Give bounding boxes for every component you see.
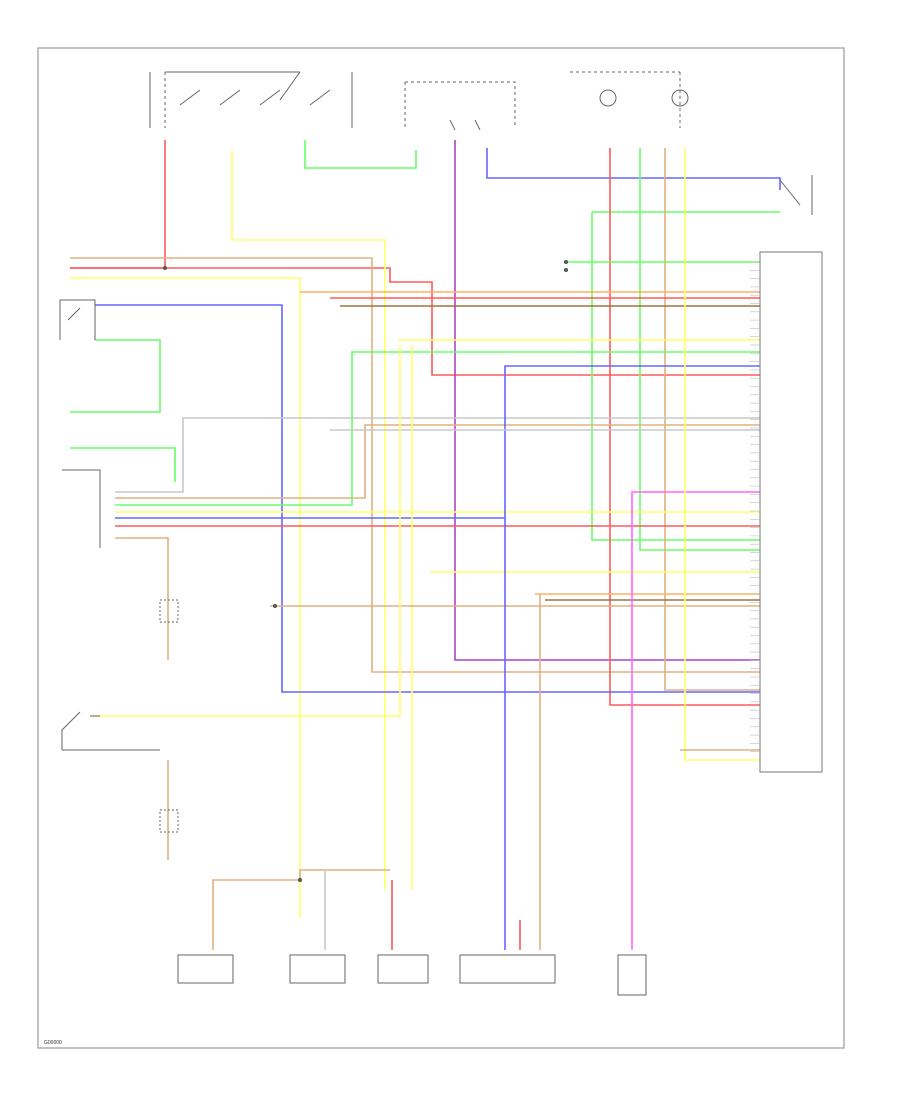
- clutch-switch: [61, 711, 160, 751]
- wire-tan-bundle: [115, 424, 760, 499]
- wire-green-bundle: [115, 351, 760, 506]
- wire-red-long: [70, 267, 760, 376]
- throttle-position-sensor: [459, 954, 556, 984]
- diagram-frame: [37, 47, 845, 1049]
- vehicle-speed-sensor: [617, 954, 647, 996]
- reference-code: G00000: [44, 1040, 62, 1046]
- wire-yellow-ecm-bottom: [684, 148, 760, 761]
- cruise-relay: [779, 175, 813, 215]
- left-sensor-2: [159, 809, 179, 833]
- cruise-control-connector: [62, 469, 101, 548]
- wire-green-right: [639, 148, 760, 551]
- wire-green-left2: [70, 447, 176, 482]
- wire-tan-sensor1: [212, 879, 300, 950]
- wire-green-top: [304, 140, 417, 169]
- ambient-sensor: [377, 954, 429, 984]
- wire-blue-top: [486, 148, 781, 190]
- left-sensor-1: [159, 599, 179, 623]
- wire-group: [70, 140, 781, 950]
- wire-blue-bundle: [115, 365, 760, 519]
- wire-gray-bundle: [115, 417, 760, 493]
- wire-tan-right: [664, 148, 760, 691]
- ecm-pin-labels: [750, 261, 760, 753]
- wire-tan-sensor2: [299, 869, 390, 880]
- gauge-cluster: [570, 71, 689, 128]
- wire-red-ignition: [70, 140, 166, 269]
- wire-yellow-left: [70, 277, 301, 918]
- wire-tan-left: [70, 257, 760, 673]
- wire-green-left1: [70, 339, 161, 413]
- wire-yellow-clutch: [90, 345, 401, 717]
- wire-green-upper: [591, 212, 760, 541]
- wire-pink-ecm: [631, 491, 760, 950]
- brake-switch: [59, 299, 96, 340]
- brake-pedal-sensor: [289, 954, 346, 984]
- engine-control-module: [759, 251, 823, 773]
- wire-violet: [454, 140, 760, 661]
- splice-dots: [163, 260, 568, 882]
- wire-tan-bundle2: [115, 537, 169, 582]
- wire-red-right1: [609, 148, 760, 706]
- wire-yellow-switch: [231, 150, 386, 890]
- fuse-relay-box: [404, 81, 516, 131]
- ignition-switch: [149, 71, 353, 128]
- clutch-pedal-sensor: [177, 954, 234, 984]
